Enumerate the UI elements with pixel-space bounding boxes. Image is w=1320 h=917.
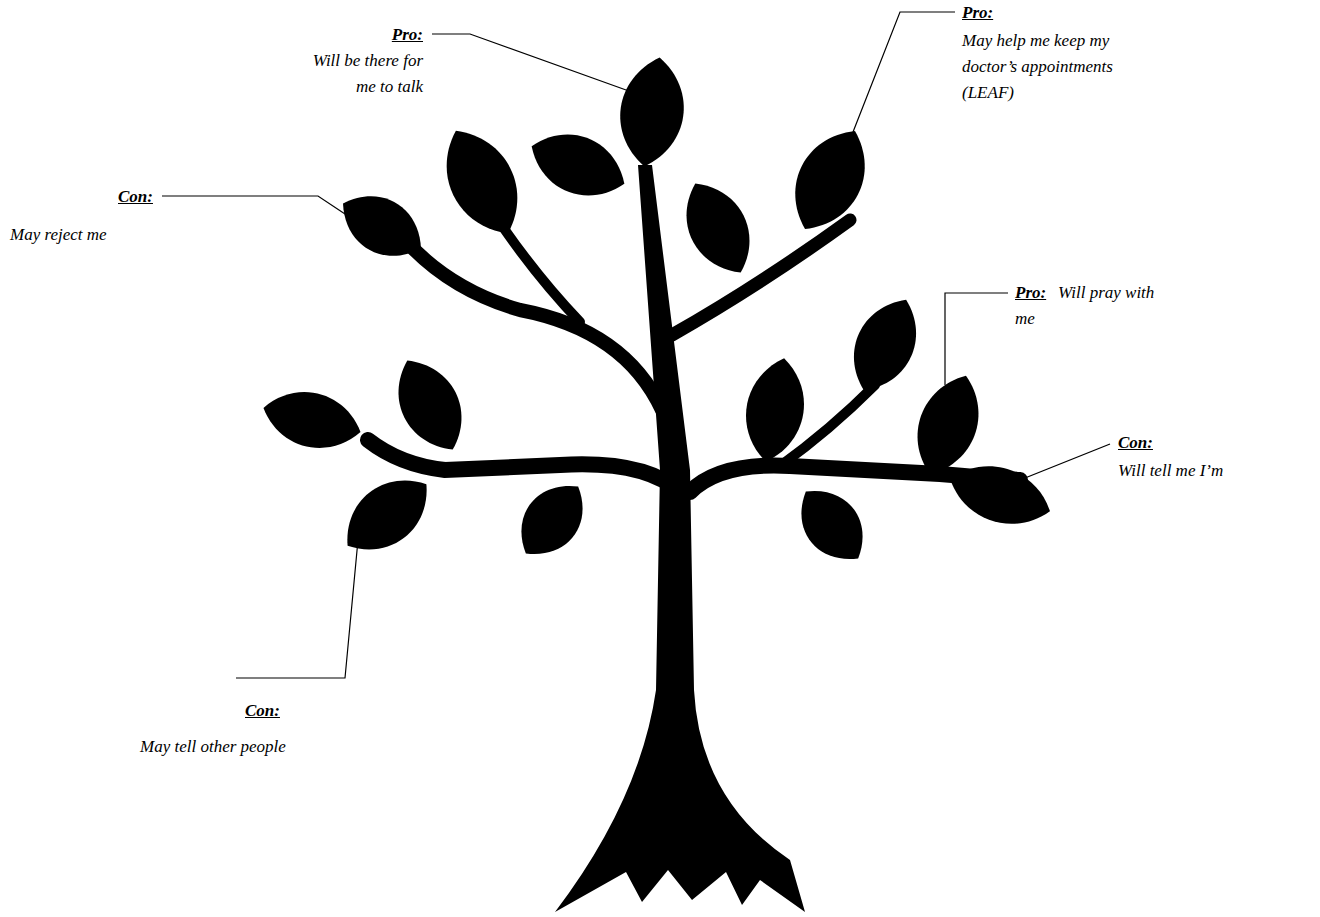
leaf [613,53,691,171]
leaf [785,475,880,575]
callout-heading: Pro: [303,22,423,48]
callout-text: Will pray with me [1015,280,1175,332]
leaf [382,348,478,463]
leaf [257,382,367,459]
tree-branch [505,230,580,322]
leader-line [432,34,640,95]
callout-text: Will be there for me to talk [303,48,423,100]
leader-line [1020,444,1110,480]
leaf [942,453,1059,537]
leaf [670,171,766,286]
callout-heading: Con: [245,698,365,724]
leader-line [853,12,955,132]
leader-line [945,293,1008,385]
callout-text: May tell other people [140,734,360,760]
leader-line [236,540,358,678]
callout-heading: Con: [118,184,238,210]
leaf [777,117,883,244]
leaf [838,288,932,403]
callout-text: May help me keep my doctor’s appointment… [962,28,1157,106]
leaf [738,353,812,466]
leaf [330,462,444,568]
callout-heading: Pro: [962,0,1082,26]
leaf [428,116,536,247]
leaf [330,180,435,272]
leaf [521,120,635,210]
leader-line [162,196,345,214]
callout-text: May reject me [10,222,170,248]
leaf [505,470,600,570]
callout-heading: Con: [1118,430,1238,456]
leaf [903,366,992,484]
callout-text: Will tell me I’m [1118,458,1308,484]
